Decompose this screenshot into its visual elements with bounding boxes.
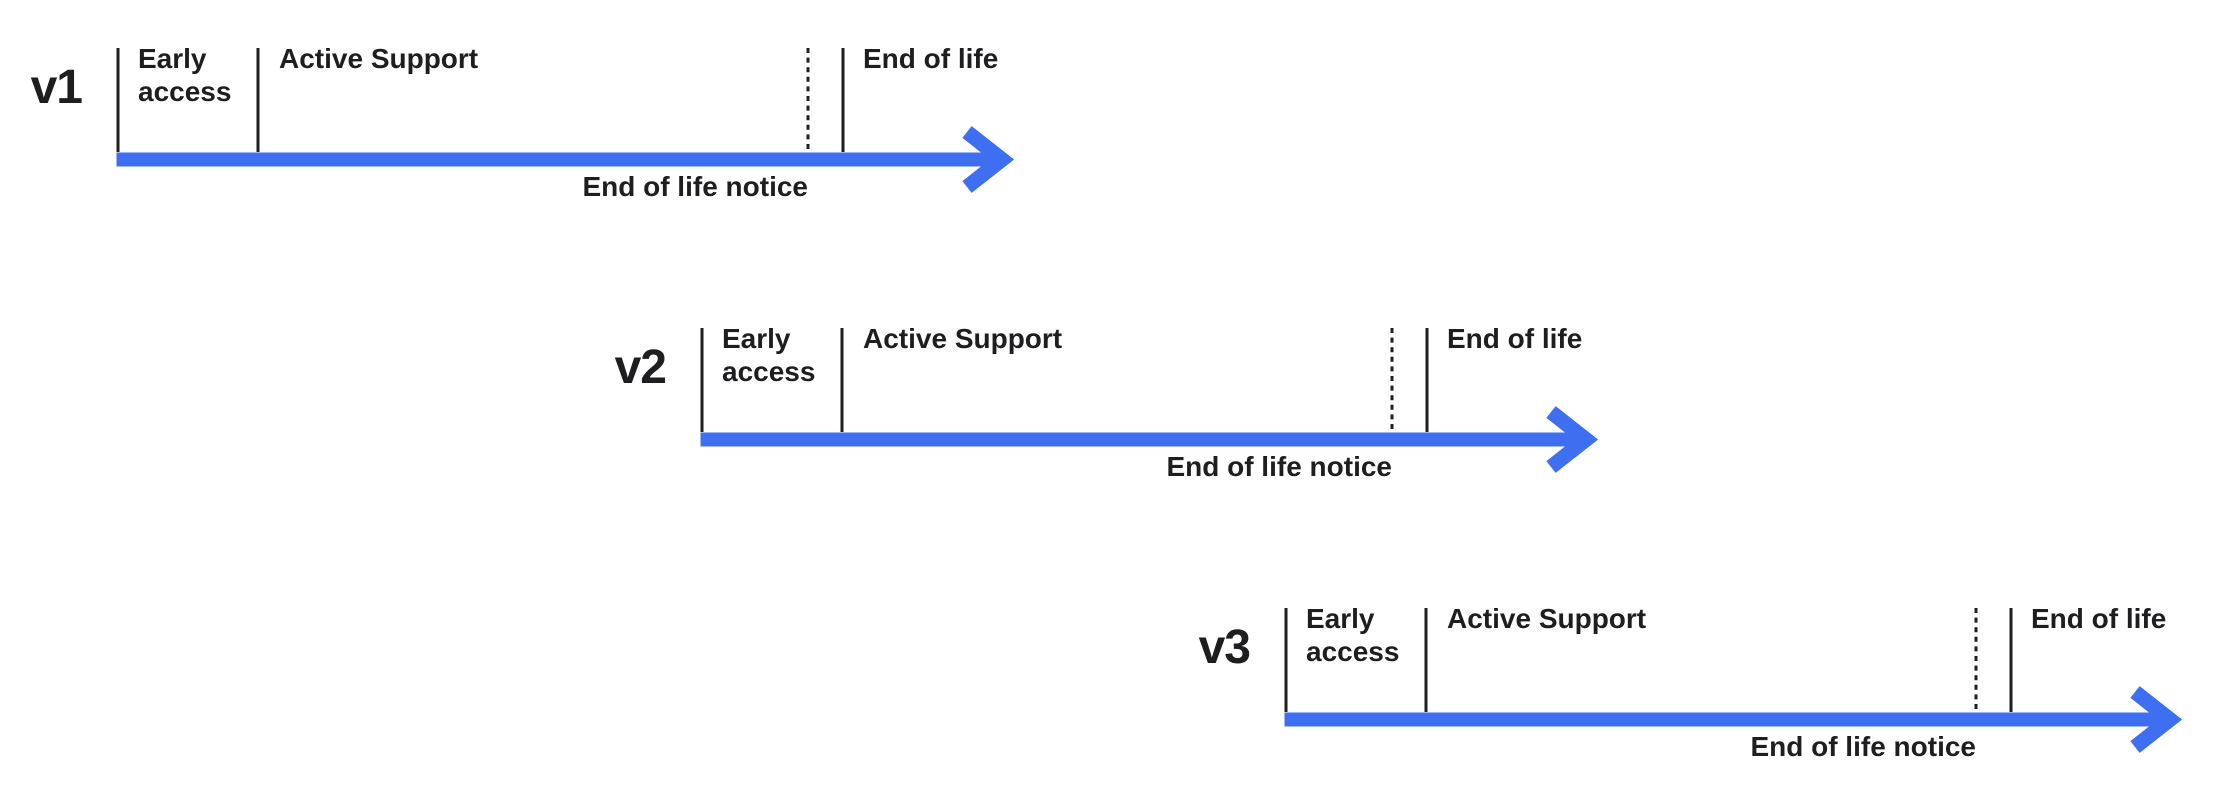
timeline-axis bbox=[1284, 608, 2183, 753]
phase-label-active-support: Active Support bbox=[1447, 603, 1647, 634]
timeline-row-v2: v2 Early access Active Support End of li… bbox=[615, 323, 1642, 518]
phase-label-end-of-life: End of life bbox=[1447, 323, 1583, 354]
phase-label-end-of-life: End of life bbox=[863, 43, 999, 74]
timeline-row-v1: v1 Early access Active Support End of li… bbox=[31, 43, 1058, 238]
phase-label-end-of-life: End of life bbox=[2031, 603, 2167, 634]
phase-label-early-access: Early access bbox=[722, 323, 816, 387]
phase-label-early-access: Early access bbox=[1306, 603, 1400, 667]
phase-label-eol-notice: End of life notice bbox=[1750, 731, 1976, 762]
version-label: v2 bbox=[614, 341, 667, 394]
version-label: v3 bbox=[1198, 621, 1251, 674]
phase-label-active-support: Active Support bbox=[863, 323, 1063, 354]
timeline-axis bbox=[116, 48, 1015, 193]
phase-label-active-support: Active Support bbox=[279, 43, 479, 74]
timeline-row-v3: v3 Early access Active Support End of li… bbox=[1199, 603, 2226, 798]
phase-label-eol-notice: End of life notice bbox=[582, 171, 808, 202]
timeline-arrowhead-icon bbox=[2130, 686, 2183, 753]
timeline-arrowhead-icon bbox=[962, 126, 1015, 193]
phase-label-eol-notice: End of life notice bbox=[1166, 451, 1392, 482]
timeline-arrowhead-icon bbox=[1546, 406, 1599, 473]
timeline-axis bbox=[700, 328, 1599, 473]
phase-label-early-access: Early access bbox=[138, 43, 232, 107]
version-label: v1 bbox=[30, 61, 83, 114]
